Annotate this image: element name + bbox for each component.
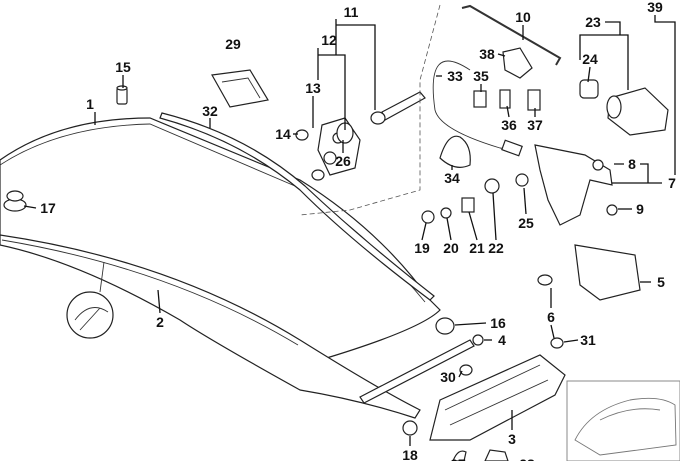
clip <box>473 90 487 108</box>
callout-18: 18 <box>402 447 418 461</box>
callout-9: 9 <box>636 201 644 217</box>
seal-strip <box>159 112 435 301</box>
callout-32: 32 <box>202 103 218 119</box>
callout-25: 25 <box>518 215 534 231</box>
callout-12: 12 <box>321 32 337 48</box>
callout-2: 2 <box>156 314 164 330</box>
callout-16: 16 <box>490 315 506 331</box>
rod <box>461 4 562 66</box>
callout-3: 3 <box>508 431 516 447</box>
callout-23: 23 <box>585 14 601 30</box>
lamp <box>211 69 269 108</box>
latch <box>534 144 613 226</box>
actuator <box>579 79 669 136</box>
callout-13: 13 <box>305 80 321 96</box>
callout-20: 20 <box>443 240 459 256</box>
callout-39: 39 <box>647 0 663 15</box>
callout-31: 31 <box>580 332 596 348</box>
callout-21: 21 <box>469 240 485 256</box>
callout-38: 38 <box>479 46 495 62</box>
callout-33: 33 <box>447 68 463 84</box>
callout-8: 8 <box>628 156 636 172</box>
leader-lines <box>23 15 676 446</box>
callout-36: 36 <box>501 117 517 133</box>
callout-37: 37 <box>527 117 543 133</box>
callout-6: 6 <box>547 309 555 325</box>
callout-22: 22 <box>488 240 504 256</box>
handle <box>439 135 471 168</box>
callout-10: 10 <box>515 9 531 25</box>
callout-7: 7 <box>668 175 676 191</box>
callout-4: 4 <box>498 332 506 348</box>
fasteners <box>421 178 500 224</box>
callout-34: 34 <box>444 170 460 186</box>
rubber-buffer <box>3 190 27 212</box>
clip <box>499 89 511 109</box>
callout-35: 35 <box>473 68 489 84</box>
callout-19: 19 <box>414 240 430 256</box>
callout-26: 26 <box>335 153 351 169</box>
callout-5: 5 <box>657 274 665 290</box>
gas-strut <box>359 339 475 404</box>
callout-17: 17 <box>40 200 56 216</box>
trunk-lid <box>0 117 441 419</box>
callout-30: 30 <box>440 369 456 385</box>
cable <box>432 60 516 151</box>
car-inset <box>566 380 680 461</box>
callout-27: 27 <box>450 457 466 461</box>
callout-24: 24 <box>582 51 598 67</box>
callout-14: 14 <box>275 126 291 142</box>
clip <box>527 89 541 111</box>
bracket <box>502 47 533 79</box>
lock-cylinder <box>295 91 426 181</box>
hinge <box>429 354 566 441</box>
callout-29: 29 <box>225 36 241 52</box>
callout-28: 28 <box>519 457 535 461</box>
detail-inset <box>66 261 114 339</box>
hinge-bracket <box>574 244 641 301</box>
callout-1: 1 <box>86 96 94 112</box>
callout-11: 11 <box>343 4 359 20</box>
boundary-line <box>299 4 441 216</box>
callout-15: 15 <box>115 59 131 75</box>
stud <box>116 85 128 105</box>
